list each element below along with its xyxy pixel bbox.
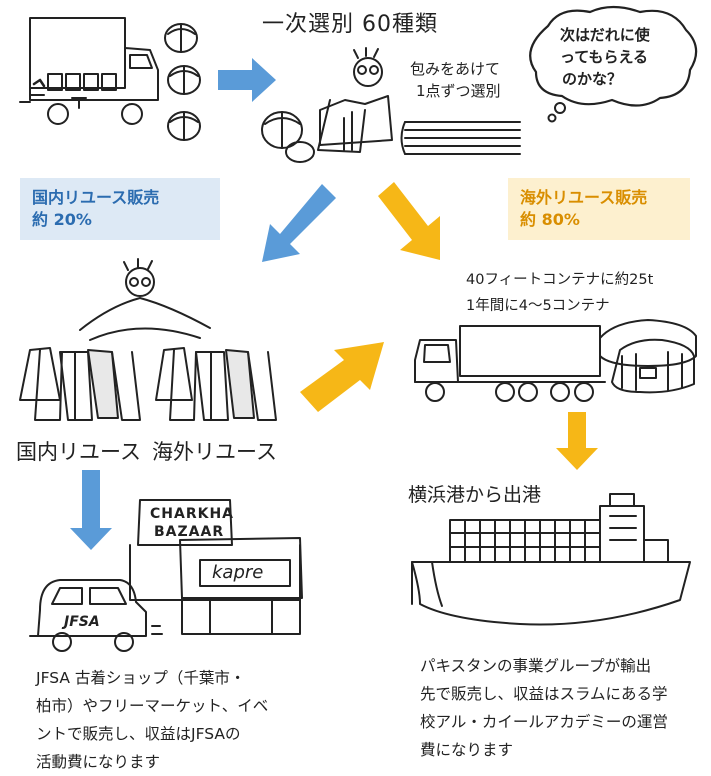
sorting-person-icon: [261, 47, 521, 163]
shop-sign-line1: CHARKHA: [150, 506, 235, 522]
overseas-label-line2: 約 80%: [520, 210, 580, 229]
domestic-sales-label: 国内リユース販売 約 20%: [20, 178, 220, 240]
port-label: 横浜港から出港: [408, 484, 542, 506]
domestic-label-line2: 約 20%: [32, 210, 92, 229]
shop-sign-line2: BAZAAR: [154, 524, 225, 540]
overseas-label-line1: 海外リユース販売: [520, 188, 648, 207]
sorting-title: 一次選別 60種類: [262, 12, 438, 37]
container-line2: 1年間に4〜5コンテナ: [466, 298, 610, 314]
sorting-note-line1: 包みをあけて: [410, 60, 501, 78]
speech-bubble-shape: [529, 5, 698, 123]
car-label: JFSA: [64, 614, 100, 630]
cloth-bundle-icon: [164, 23, 201, 141]
domestic-label-line1: 国内リユース販売: [32, 188, 160, 207]
arrow-container-to-port: [556, 412, 598, 470]
speech-bubble-line3: のかな？: [562, 70, 623, 88]
domestic-caption: JFSA 古着ショップ（千葉市・ 柏市）やフリーマーケット、イベ ントで販売し、…: [36, 669, 269, 771]
overseas-caption: パキスタンの事業グループが輸出 先で販売し、収益はスラムにある学 校アル・カイー…: [420, 657, 668, 759]
overseas-sales-label: 海外リユース販売 約 80%: [508, 178, 690, 240]
arrow-to-domestic: [262, 184, 336, 262]
container-line1: 40フィートコンテナに約25t: [466, 272, 654, 288]
cargo-ship-icon: [411, 493, 691, 626]
arrow-truck-to-sorting: [218, 58, 276, 102]
container-truck-icon: [414, 319, 697, 402]
car-icon: [29, 579, 163, 652]
overseas-reuse-handwritten: 海外リユース: [152, 440, 277, 464]
arrow-to-overseas: [378, 182, 440, 260]
arrow-domestic-to-shop: [70, 470, 112, 550]
arrow-overseas-to-container: [300, 342, 384, 412]
sorting-note-line2: 1点ずつ選別: [416, 82, 501, 100]
shop-building-icon: [129, 499, 303, 635]
mail-truck-icon: [19, 17, 159, 125]
speech-bubble-line1: 次はだれに使: [560, 26, 650, 44]
shop-sign-kapre: kapre: [212, 562, 264, 583]
clothes-rack-icon: [19, 258, 277, 421]
speech-bubble-line2: ってもらえる: [560, 48, 649, 66]
domestic-reuse-handwritten: 国内リユース: [16, 440, 141, 464]
